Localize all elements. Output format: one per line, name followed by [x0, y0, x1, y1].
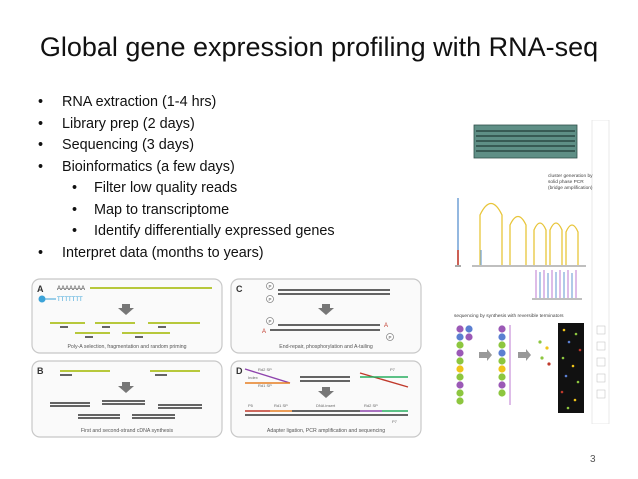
- cluster-caption: solid phase PCR: [548, 179, 584, 185]
- rd1-sp-label: Rd1 SP: [258, 383, 272, 388]
- arrow-down-icon: [318, 304, 334, 315]
- phosphate-label: P: [268, 319, 271, 324]
- cycle-markers: [596, 325, 606, 399]
- slide-title: Global gene expression profiling with RN…: [39, 32, 599, 62]
- sub-bullet-map-transcriptome: Map to transcriptome: [36, 200, 456, 222]
- poly-t-sequence: TTTTTTT: [57, 297, 83, 303]
- panel-a-frame: [31, 278, 223, 354]
- panel-c-caption: End-repair, phosphorylation and A-tailin…: [279, 344, 373, 350]
- panel-b-letter: B: [37, 366, 44, 376]
- panel-d-caption: Adapter ligation, PCR amplification and …: [267, 428, 385, 434]
- bullet-rna-extraction: RNA extraction (1-4 hrs): [36, 92, 456, 114]
- a-tail-label: A: [262, 329, 266, 335]
- rd1-sp-label: Rd1 SP: [274, 403, 288, 408]
- rd2-sp-label: Rd2 SP: [258, 367, 272, 372]
- panel-b-frame: [31, 360, 223, 438]
- phosphate-label: P: [268, 297, 271, 302]
- bullet-bioinformatics: Bioinformatics (a few days): [36, 157, 456, 179]
- nucleotide-column: [498, 325, 511, 405]
- sub-bullet-filter-reads: Filter low quality reads: [36, 178, 456, 200]
- cluster-caption: cluster generation by: [548, 173, 593, 179]
- p7-label: P7: [392, 419, 398, 424]
- bullet-list: RNA extraction (1-4 hrs) Library prep (2…: [36, 92, 456, 264]
- panel-c-frame: [230, 278, 422, 354]
- arrow-down-icon: [118, 304, 134, 315]
- p5-label: P5: [248, 403, 254, 408]
- rd2-sp-label: Rd2 SP: [364, 403, 378, 408]
- library-prep-figure: A AAAAAAA TTTTTTT Poly-A selection, frag…: [31, 278, 422, 438]
- bead-icon: [38, 295, 46, 303]
- sbs-caption: sequencing by synthesis with reversible …: [454, 313, 564, 319]
- phosphate-label: P: [388, 335, 391, 340]
- sub-bullet-differential-expression: Identify differentially expressed genes: [36, 221, 456, 243]
- nucleotide-column: [456, 325, 473, 405]
- arrow-right-icon: [479, 349, 492, 361]
- dna-insert-label: DNA insert: [316, 403, 336, 408]
- bullet-interpret-data: Interpret data (months to years): [36, 243, 456, 265]
- panel-a-letter: A: [37, 284, 44, 294]
- single-strand: [455, 198, 461, 267]
- panel-b: B First and second-strand cDNA synthesis: [31, 360, 223, 438]
- bullet-sequencing: Sequencing (3 days): [36, 135, 456, 157]
- panel-c-letter: C: [236, 284, 243, 294]
- panel-c: C P P P P A A End-repair, phosphorylatio…: [230, 278, 422, 354]
- p7-label: P7: [390, 367, 396, 372]
- fluorescence-image: [558, 323, 584, 413]
- poly-a-sequence: AAAAAAA: [57, 286, 85, 292]
- panel-b-caption: First and second-strand cDNA synthesis: [81, 428, 174, 434]
- panel-d-letter: D: [236, 366, 243, 376]
- flow-cell: [473, 124, 578, 159]
- arrow-right-icon: [518, 349, 531, 361]
- bullet-library-prep: Library prep (2 days): [36, 114, 456, 136]
- cluster-caption: (bridge amplification): [548, 185, 593, 191]
- sequencing-figure: cluster generation by solid phase PCR (b…: [454, 120, 610, 424]
- arrow-down-icon: [118, 382, 134, 393]
- cluster-strands: [532, 270, 582, 300]
- panel-a-caption: Poly-A selection, fragmentation and rand…: [67, 344, 186, 350]
- panel-d-frame: [230, 360, 422, 438]
- phosphate-label: P: [268, 284, 271, 289]
- page-number: 3: [590, 454, 596, 465]
- arrow-down-icon: [318, 387, 334, 398]
- index-label: Index: [248, 375, 258, 380]
- panel-a: A AAAAAAA TTTTTTT Poly-A selection, frag…: [31, 278, 223, 354]
- bridge-amplification: [472, 202, 586, 267]
- panel-d: D Index Rd2 SP Rd1 SP P7 P5 Rd1 SP DNA i…: [230, 360, 422, 438]
- a-tail-label: A: [384, 323, 388, 329]
